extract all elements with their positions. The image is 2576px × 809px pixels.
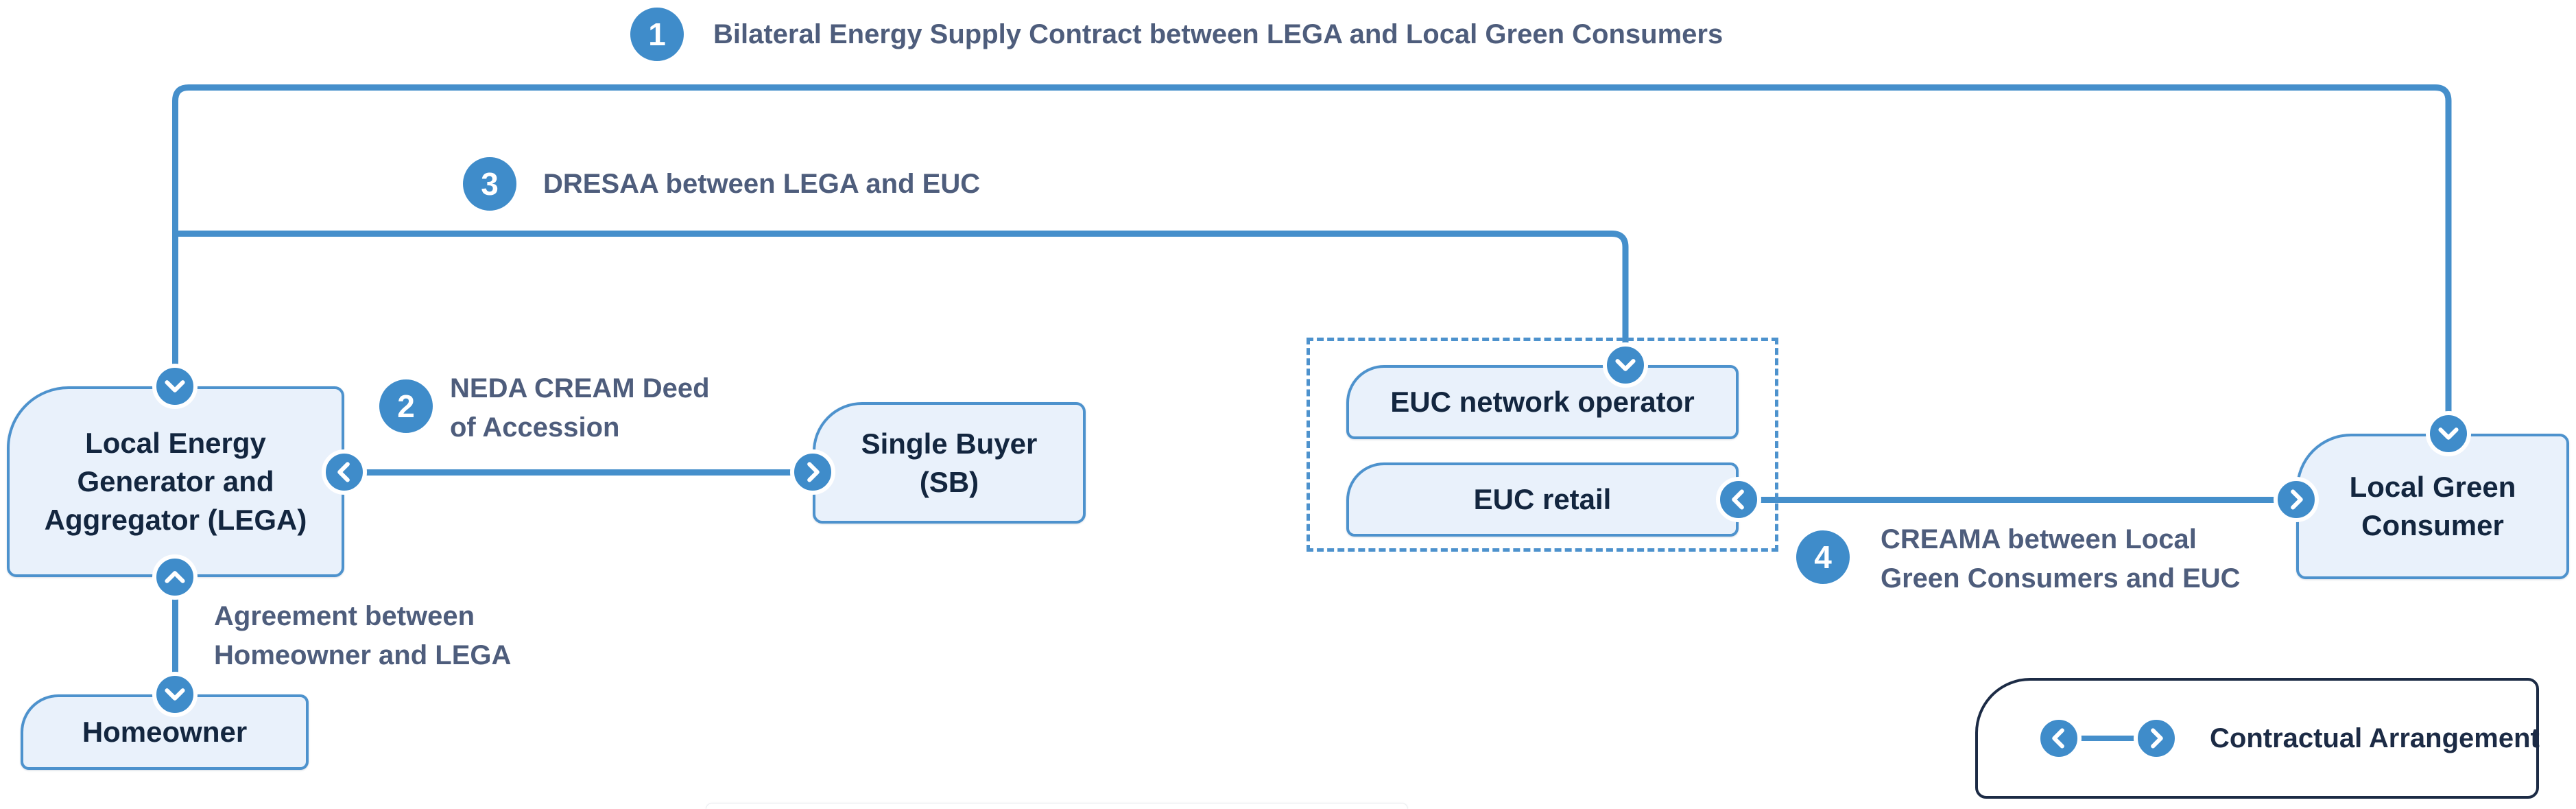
chevron-right-icon <box>2274 477 2319 522</box>
number-badge-4: 4 <box>1793 527 1853 587</box>
clipped-bottom-panel <box>706 804 1407 809</box>
node-lega-label: Local Energy <box>85 427 266 459</box>
annotation-dresaa: DRESAA between LEGA and EUC <box>543 168 981 199</box>
annotation-line: NEDA CREAM Deed <box>450 373 710 403</box>
annotation-line: of Accession <box>450 412 620 443</box>
number-badge-3: 3 <box>460 154 520 214</box>
legend-connector-line <box>2059 736 2156 741</box>
chevron-right-icon <box>2134 716 2179 761</box>
chevron-up-icon <box>152 554 198 600</box>
annotation-line: CREAMA between Local <box>1881 524 2197 554</box>
chevron-left-icon <box>2036 716 2082 761</box>
number-badge-1: 1 <box>627 4 687 65</box>
node-lega: Local Energy Generator and Aggregator (L… <box>7 386 344 577</box>
node-euc-retail: EUC retail <box>1346 462 1739 537</box>
node-local-green-consumer: Local Green Consumer <box>2296 434 2569 579</box>
legend-box <box>1975 678 2539 799</box>
chevron-down-icon <box>152 672 198 717</box>
node-lega-label: Generator and <box>77 465 274 497</box>
chevron-down-icon <box>2426 411 2471 456</box>
annotation-neda-cream: NEDA CREAM Deed of Accession <box>450 369 710 447</box>
annotation-line: Green Consumers and EUC <box>1881 563 2241 594</box>
chevron-left-icon <box>1716 477 1761 522</box>
annotation-line: Homeowner and LEGA <box>214 640 512 670</box>
chevron-left-icon <box>322 449 367 495</box>
chevron-down-icon <box>152 364 198 409</box>
annotation-line: Agreement between <box>214 601 475 631</box>
node-homeowner-label: Homeowner <box>82 716 248 748</box>
node-euc-network-operator: EUC network operator <box>1346 365 1739 439</box>
annotation-creama: CREAMA between Local Green Consumers and… <box>1881 520 2241 598</box>
chevron-down-icon <box>1603 342 1648 388</box>
annotation-homeowner-agreement: Agreement between Homeowner and LEGA <box>214 597 511 675</box>
node-euc-network-operator-label: EUC network operator <box>1390 386 1695 418</box>
node-single-buyer-label: (SB) <box>919 465 979 498</box>
node-local-green-consumer-label: Local Green <box>2349 471 2516 503</box>
node-local-green-consumer-label: Consumer <box>2361 509 2504 541</box>
number-badge-2: 2 <box>376 376 436 436</box>
node-homeowner: Homeowner <box>21 694 309 770</box>
node-single-buyer: Single Buyer (SB) <box>813 402 1086 524</box>
chevron-right-icon <box>790 449 835 495</box>
node-single-buyer-label: Single Buyer <box>861 427 1038 460</box>
legend-label: Contractual Arrangement <box>2210 723 2540 753</box>
annotation-bilateral-contract: Bilateral Energy Supply Contract between… <box>713 19 1724 49</box>
node-lega-label: Aggregator (LEGA) <box>44 504 307 536</box>
euc-group-container <box>1307 338 1778 552</box>
node-euc-retail-label: EUC retail <box>1473 483 1612 515</box>
